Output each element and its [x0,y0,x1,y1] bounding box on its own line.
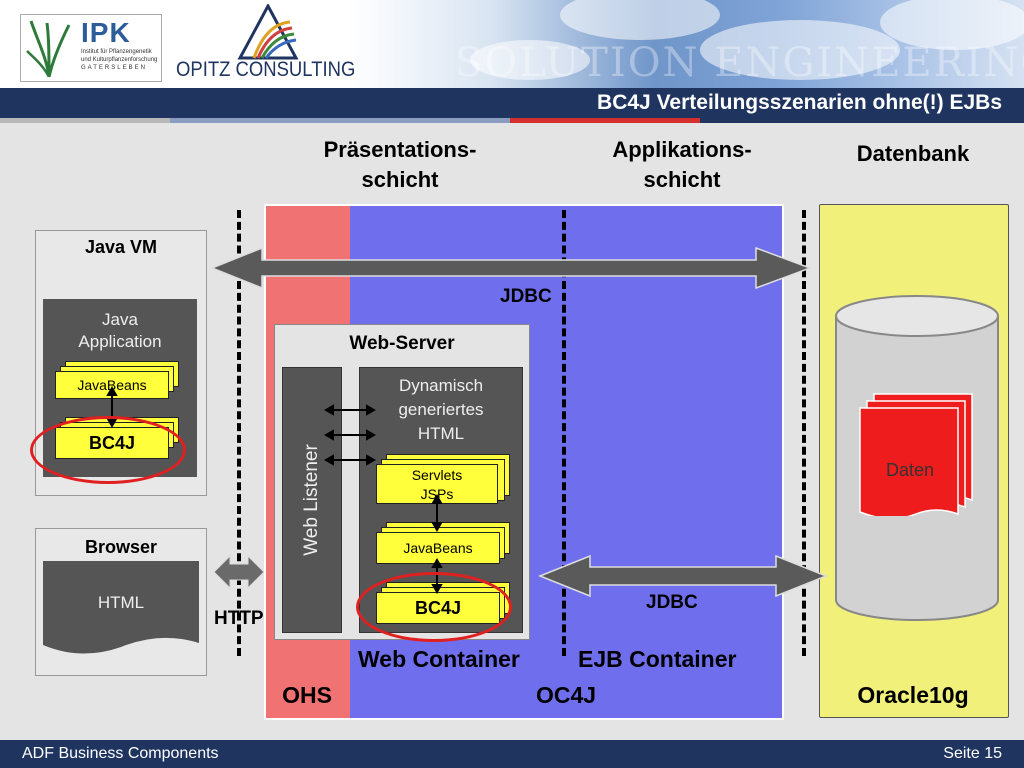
browser-box: Browser HTML [35,528,207,676]
ipk-line1: Institut für Pflanzengenetik [81,49,152,55]
web-listener-panel: Web Listener [282,367,342,633]
layer-separator-2 [562,210,566,656]
opitz-triangle-icon [237,4,299,60]
html-document-icon [43,561,199,654]
web-listener-label: Web Listener [301,444,322,556]
ipk-name: IPK [81,17,131,48]
java-app-line2: Application [78,332,162,351]
layer-separator-1 [237,210,241,656]
page-number: Seite 15 [943,745,1002,762]
bc4j-highlight-ring-webserver [356,572,512,642]
dynamic-html-label: Dynamisch generiertes HTML [360,374,522,446]
application-heading-line2: schicht [643,167,721,192]
layer-separator-3 [802,210,806,656]
bc4j-highlight-ring-vm [30,416,186,484]
servlets-line1: Servlets [411,467,463,483]
vm-javabeans-box: JavaBeans [55,371,169,399]
slide-title: BC4J Verteilungsszenarien ohne(!) EJBs [597,91,1002,114]
ipk-line3: GATERSLEBEN [81,65,147,71]
dynamic-line2: generiertes [398,400,484,419]
browser-html-label: HTML [97,593,145,612]
opitz-name: OPITZ CONSULTING [176,58,356,81]
ipk-line2: und Kulturpflanzenforschung [81,57,158,63]
presentation-heading-line1: Präsentations- [323,137,477,162]
grass-icon [26,20,71,77]
application-layer-heading: Applikations- schicht [572,135,792,195]
ohs-label: OHS [282,682,332,708]
jdbc-bottom-label: JDBC [646,592,698,613]
oracle-label: Oracle10g [857,682,969,708]
presentation-layer-heading: Präsentations- schicht [290,135,510,195]
oc4j-label: OC4J [535,682,597,708]
watermark-text: SOLUTION ENGINEERING [455,40,1024,86]
data-pages-icon [859,393,973,516]
java-vm-title: Java VM [84,237,158,257]
dynamic-line3: HTML [417,424,465,443]
servlets-jsps-box: Servlets JSPs [376,464,498,504]
dynamic-line1: Dynamisch [398,376,484,395]
data-label: Daten [885,460,935,480]
application-heading-line1: Applikations- [612,137,752,162]
footer-bar: ADF Business Components Seite 15 [0,740,1024,768]
jdbc-top-label: JDBC [500,286,552,307]
web-server-title: Web-Server [349,333,455,354]
ws-javabeans-box: JavaBeans [376,532,500,564]
http-label: HTTP [214,608,264,629]
title-bar: BC4J Verteilungsszenarien ohne(!) EJBs [0,88,1024,118]
footer-left-text: ADF Business Components [22,745,219,762]
web-container-label: Web Container [358,646,520,672]
database-layer-heading: Datenbank [856,141,970,166]
slide-header: SOLUTION ENGINEERING IPK Institut für Pf… [0,0,1024,88]
ipk-logo: IPK Institut für Pflanzengenetik und Kul… [20,14,162,82]
java-application-label: Java Application [43,309,197,353]
title-stripe [0,118,1024,123]
presentation-heading-line2: schicht [361,167,439,192]
browser-title: Browser [84,537,158,557]
servlets-line2: JSPs [420,486,454,502]
ejb-container-label: EJB Container [578,646,737,672]
java-app-line1: Java [102,310,138,329]
